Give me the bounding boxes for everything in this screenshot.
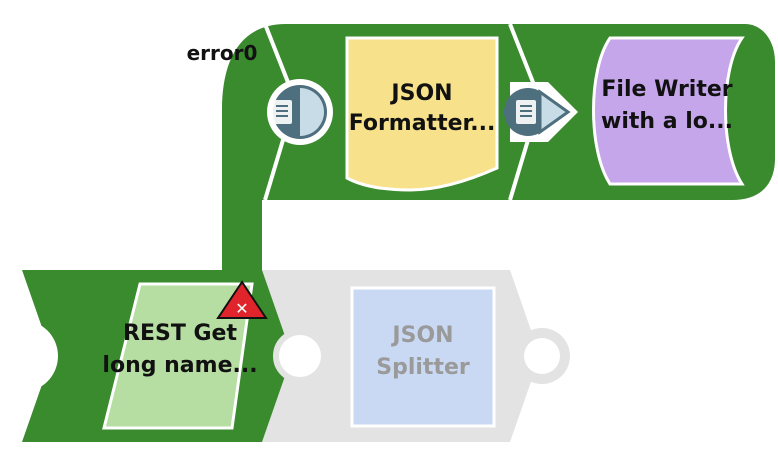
rest-get-left-notch (22, 320, 58, 392)
svg-text:✕: ✕ (235, 299, 248, 318)
document-icon (516, 100, 536, 124)
rest-get-shape (102, 282, 254, 430)
json-formatter-output-port[interactable] (504, 82, 578, 142)
json-formatter-shape (345, 36, 499, 192)
json-splitter-shape (350, 286, 496, 428)
file-writer-label-line1: File Writer (601, 77, 732, 102)
error-input-port[interactable] (267, 79, 333, 145)
rest-get-label-line1: REST Get (123, 321, 237, 346)
rest-get-output-port[interactable] (273, 329, 327, 383)
json-splitter-output-port[interactable] (514, 328, 570, 384)
document-icon (272, 100, 292, 124)
json-splitter-snap[interactable]: JSON Splitter (350, 286, 496, 428)
json-formatter-label-line2: Formatter... (349, 111, 496, 136)
main-pipeline: REST Get long name... ✕ JSON Splitter (22, 270, 570, 442)
rest-get-label-line2: long name... (102, 353, 257, 378)
file-writer-label-line2: with a lo... (601, 109, 733, 134)
rest-get-snap[interactable]: REST Get long name... (102, 282, 258, 430)
json-splitter-label-line2: Splitter (376, 355, 470, 380)
file-writer-snap[interactable]: File Writer with a lo... (592, 36, 745, 186)
json-splitter-label-line1: JSON (390, 323, 453, 348)
error-triangle-icon[interactable]: ✕ (216, 280, 268, 319)
error-pipeline: error0 JSON Formatter... (187, 23, 775, 272)
branch-label: error0 (187, 41, 258, 65)
file-writer-shape (592, 36, 745, 186)
json-formatter-label-line1: JSON (389, 81, 452, 106)
json-formatter-snap[interactable]: JSON Formatter... (345, 36, 499, 192)
